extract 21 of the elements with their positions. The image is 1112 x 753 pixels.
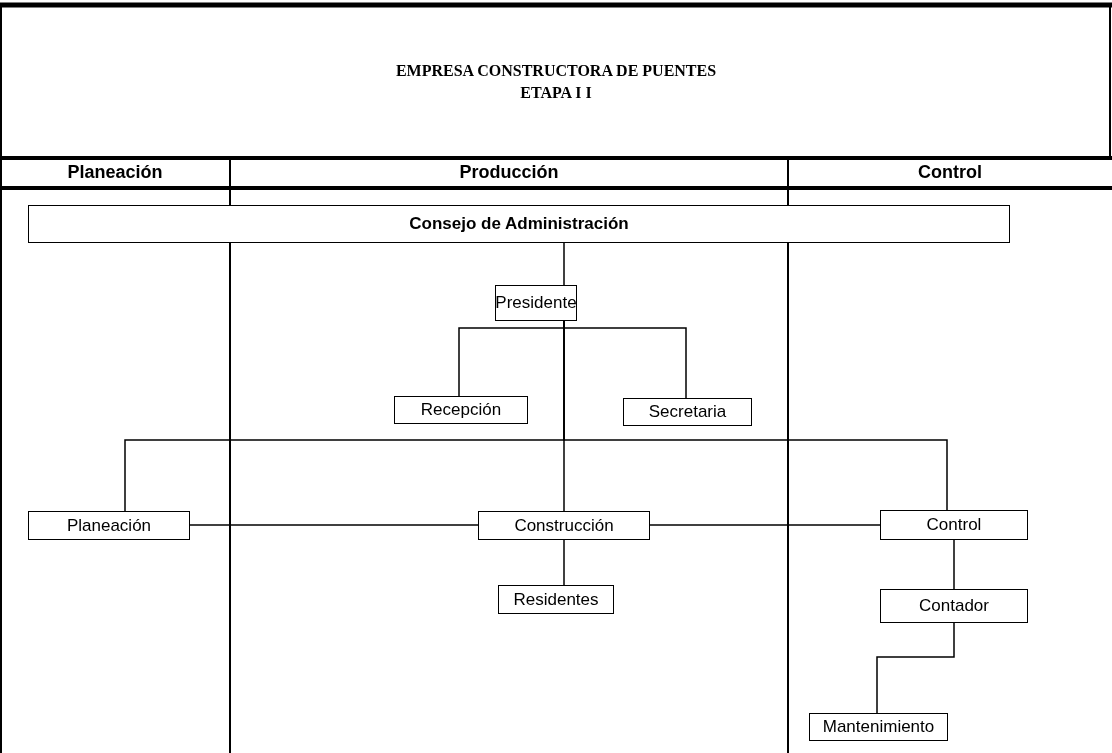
subtitle: ETAPA I I xyxy=(519,84,593,102)
connector-line xyxy=(189,524,479,526)
title: EMPRESA CONSTRUCTORA DE PUENTES xyxy=(394,62,718,80)
connector-line xyxy=(876,622,955,714)
position-box: Recepción xyxy=(394,396,528,424)
position-box: Residentes xyxy=(498,585,614,614)
connector-line xyxy=(563,242,565,286)
position-box: Mantenimiento xyxy=(809,713,948,741)
position-box: Secretaria xyxy=(623,398,752,426)
connector-line xyxy=(649,524,881,526)
column-header: Control xyxy=(917,162,983,183)
position-box: Control xyxy=(880,510,1028,540)
board-box: Consejo de Administración xyxy=(28,205,1010,243)
position-box: Contador xyxy=(880,589,1028,623)
position-box: Presidente xyxy=(495,285,577,321)
column-header: Planeación xyxy=(66,162,164,183)
position-box: Construcción xyxy=(478,511,650,540)
connector-line xyxy=(563,539,565,586)
position-box: Planeación xyxy=(28,511,190,540)
connector-line xyxy=(953,539,955,590)
column-header: Producción xyxy=(458,162,560,183)
